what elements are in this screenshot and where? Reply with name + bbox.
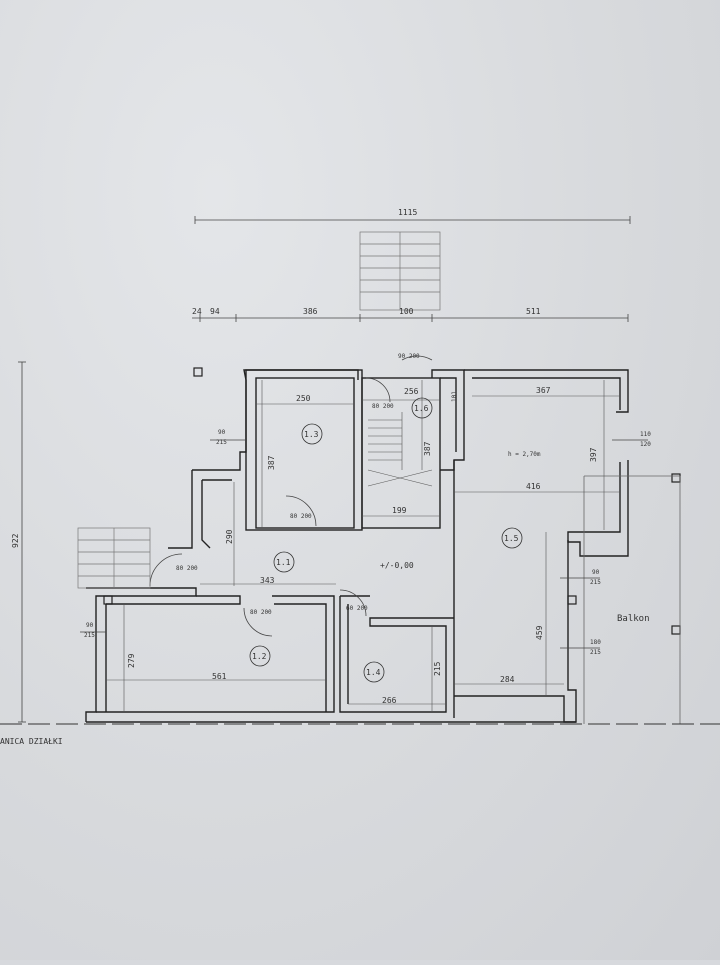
- door-label-d4: 80 200: [250, 609, 272, 616]
- window-w1-bottom: 215: [216, 439, 227, 446]
- room-1-3-width: 250: [296, 394, 311, 403]
- left-dimension-text: 922: [11, 533, 20, 548]
- room-1-5-width2: 416: [526, 482, 541, 491]
- dim-seg-c: 386: [303, 307, 318, 316]
- balcony-outline: [583, 475, 681, 724]
- segment-dimension-line: [192, 314, 629, 322]
- room-1-6-width: 256: [404, 387, 419, 396]
- window-w4-top: 90: [592, 569, 600, 576]
- door-swings: [149, 355, 433, 637]
- window-w3-top: 110: [640, 431, 651, 438]
- room-1-5-height: 397: [589, 447, 598, 462]
- left-dimension-line: [18, 361, 26, 723]
- interior-dim-lines: [106, 380, 620, 712]
- window-w5-top: 180: [590, 639, 601, 646]
- room-1-2-id: 1.2: [252, 652, 267, 661]
- room-1-5-width3: 284: [500, 675, 515, 684]
- entrance-stairs-left: [77, 527, 151, 589]
- room-1-6-width2: 199: [392, 506, 407, 515]
- room-1-2-height: 279: [127, 653, 136, 668]
- window-w1-top: 90: [218, 429, 226, 436]
- room-1-1-width: 343: [260, 576, 275, 585]
- room-1-3-height: 387: [267, 455, 276, 470]
- room-1-6-height: 387: [423, 441, 432, 456]
- door-label-d3: 80 200: [176, 565, 198, 572]
- dim-seg-b: 94: [210, 307, 220, 316]
- walls: [85, 369, 629, 723]
- level-mark: +/-0,00: [380, 561, 414, 570]
- room-1-4-width: 266: [382, 696, 397, 705]
- room-1-6-height2: 101: [451, 391, 458, 402]
- room-1-5-height-note: h = 2,70m: [508, 451, 541, 458]
- interior-stairs: [367, 412, 433, 487]
- room-1-5-width: 367: [536, 386, 551, 395]
- dim-seg-d: 100: [399, 307, 414, 316]
- room-1-3-id: 1.3: [304, 430, 319, 439]
- window-w4-bottom: 215: [590, 579, 601, 586]
- room-1-1-height: 290: [225, 529, 234, 544]
- door-label-d1: 90 200: [398, 353, 420, 360]
- dim-seg-e: 511: [526, 307, 541, 316]
- dim-seg-a: 24: [192, 307, 202, 316]
- room-1-5-height2: 459: [535, 625, 544, 640]
- window-marks: [80, 439, 648, 649]
- entrance-stairs-top: [359, 231, 441, 311]
- room-1-4-height: 215: [433, 661, 442, 676]
- room-1-2-width: 561: [212, 672, 227, 681]
- balcony-label: Balkon: [617, 614, 650, 624]
- room-markers: [249, 397, 523, 683]
- plot-boundary-label: ANICA DZIAŁKI: [0, 737, 63, 746]
- door-label-d5: 60 200: [346, 605, 368, 612]
- overall-dimension-text: 1115: [398, 208, 417, 217]
- room-1-4-id: 1.4: [366, 668, 381, 677]
- room-1-1-id: 1.1: [276, 558, 291, 567]
- room-1-6-id: 1.6: [414, 404, 429, 413]
- overall-dimension-line: [194, 216, 631, 224]
- room-1-5-id: 1.5: [504, 534, 519, 543]
- window-w2-top: 90: [86, 622, 94, 629]
- door-label-d2: 80 200: [290, 513, 312, 520]
- window-w5-bottom: 215: [590, 649, 601, 656]
- window-w3-bottom: 120: [640, 441, 651, 448]
- window-w2-bottom: 215: [84, 632, 95, 639]
- door-label-d6: 80 200: [372, 403, 394, 410]
